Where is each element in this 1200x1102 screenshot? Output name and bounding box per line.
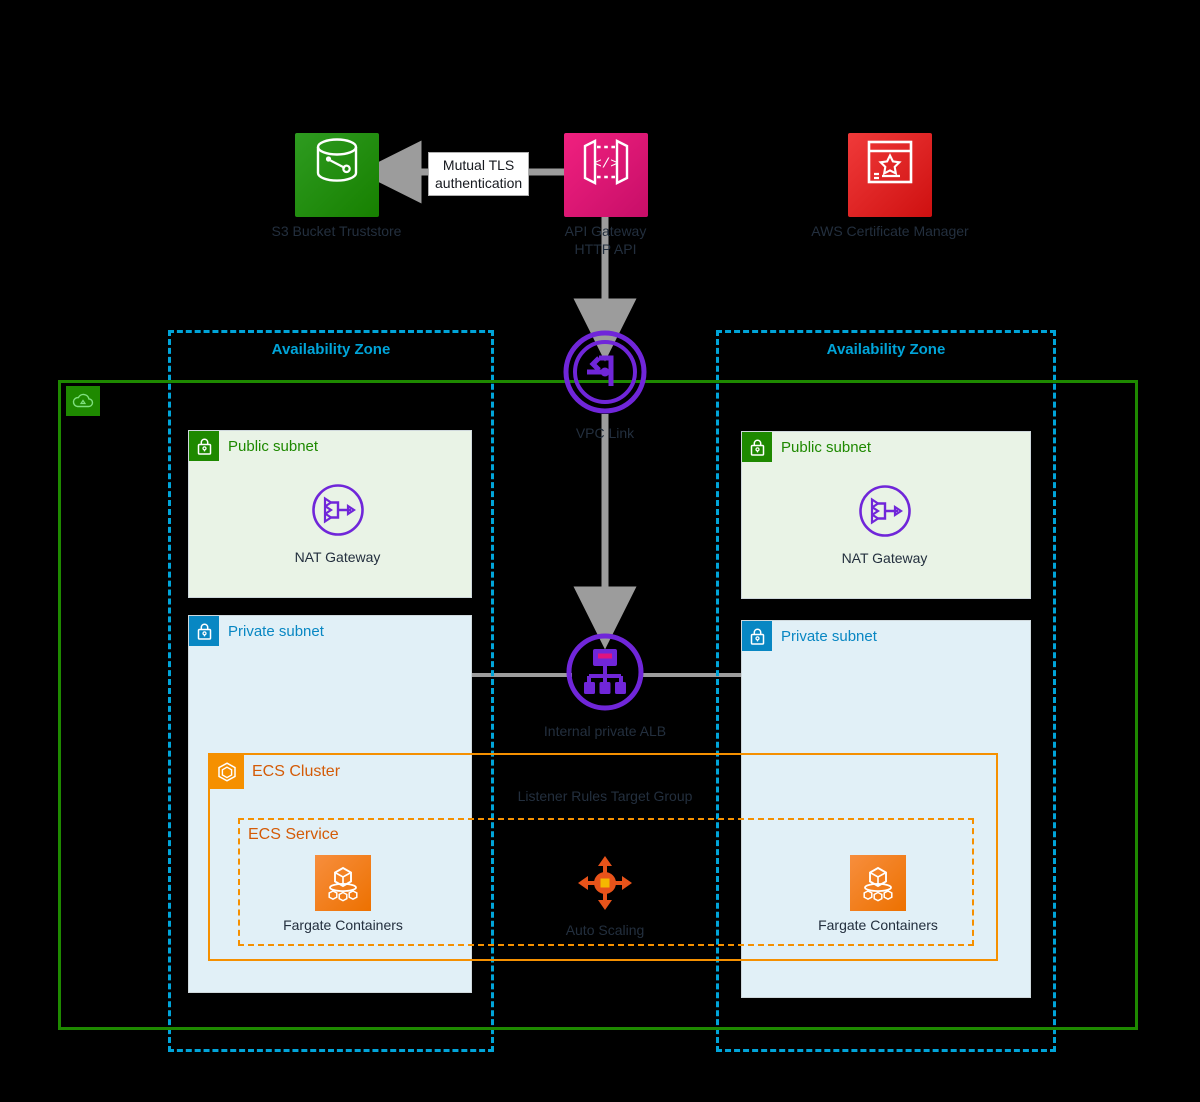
ecs-cluster-header: ECS Cluster [210, 755, 340, 789]
node-s3-bucket-truststore[interactable]: S3 Bucket Truststore [254, 133, 419, 241]
ecs-service-boundary: ECS Service [238, 818, 974, 946]
node-nat-gateway-right[interactable]: NAT Gateway [822, 483, 947, 568]
availability-zone-right: Availability Zone [716, 330, 1056, 1052]
mutual-tls-edge-label: Mutual TLS authentication [428, 152, 530, 197]
node-nat-gateway-left[interactable]: NAT Gateway [275, 482, 400, 567]
private-subnet-left: Private subnet [188, 615, 472, 993]
node-label: Fargate Containers [818, 917, 938, 933]
availability-zone-left: Availability Zone [168, 330, 494, 1052]
node-label: VPC Link [575, 425, 635, 441]
nat-gateway-icon [275, 482, 400, 543]
vpc-boundary [58, 380, 1138, 1030]
availability-zone-label: Availability Zone [826, 341, 946, 358]
ecs-cluster-icon [210, 755, 244, 789]
lock-icon [189, 431, 219, 461]
node-api-gateway[interactable]: </> API Gateway HTTP API [523, 133, 688, 258]
nat-gateway-icon [822, 483, 947, 544]
public-subnet-right: Public subnet [741, 431, 1031, 599]
ecs-cluster-boundary: ECS Cluster [208, 753, 998, 961]
private-subnet-right: Private subnet [741, 620, 1031, 998]
node-label: NAT Gateway [294, 549, 381, 565]
lock-icon [742, 432, 772, 462]
svg-text:</>: </> [593, 157, 618, 173]
fargate-container-icon [315, 855, 371, 911]
ecs-service-label: ECS Service [248, 826, 339, 843]
node-label: Auto Scaling [565, 922, 645, 938]
ecs-cluster-label: ECS Cluster [252, 763, 341, 780]
s3-bucket-icon [294, 133, 379, 217]
certificate-manager-icon [848, 133, 932, 217]
node-label: Fargate Containers [283, 917, 403, 933]
node-label: NAT Gateway [841, 550, 928, 566]
vpc-link-icon [540, 330, 670, 419]
public-subnet-label: Public subnet [781, 438, 872, 456]
public-subnet-label: Public subnet [228, 437, 319, 455]
node-aws-certificate-manager[interactable]: AWS Certificate Manager [795, 133, 985, 241]
private-subnet-header: Private subnet [189, 616, 324, 646]
api-gateway-icon: </> [563, 133, 648, 217]
application-load-balancer-icon [525, 632, 685, 717]
node-label: Internal private ALB [543, 723, 667, 739]
node-fargate-containers-left[interactable]: Fargate Containers [273, 855, 413, 935]
private-subnet-label: Private subnet [781, 627, 877, 645]
target-group-label: Listener Rules Target Group [517, 788, 693, 804]
public-subnet-header: Public subnet [189, 431, 318, 461]
private-subnet-label: Private subnet [228, 622, 324, 640]
private-subnet-header: Private subnet [742, 621, 877, 651]
node-internal-private-alb[interactable]: Internal private ALB [525, 632, 685, 741]
public-subnet-header: Public subnet [742, 432, 871, 462]
node-label: S3 Bucket Truststore [271, 223, 402, 239]
node-vpc-link[interactable]: VPC Link [540, 330, 670, 443]
public-subnet-left: Public subnet [188, 430, 472, 598]
availability-zone-label: Availability Zone [271, 341, 391, 358]
node-fargate-containers-right[interactable]: Fargate Containers [808, 855, 948, 935]
vpc-cloud-icon [66, 386, 100, 416]
lock-icon [189, 616, 219, 646]
auto-scaling-icon [545, 855, 665, 916]
node-label: AWS Certificate Manager [811, 223, 969, 239]
fargate-container-icon [850, 855, 906, 911]
node-label: API Gateway HTTP API [564, 223, 647, 257]
lock-icon [742, 621, 772, 651]
node-auto-scaling[interactable]: Auto Scaling [545, 855, 665, 940]
